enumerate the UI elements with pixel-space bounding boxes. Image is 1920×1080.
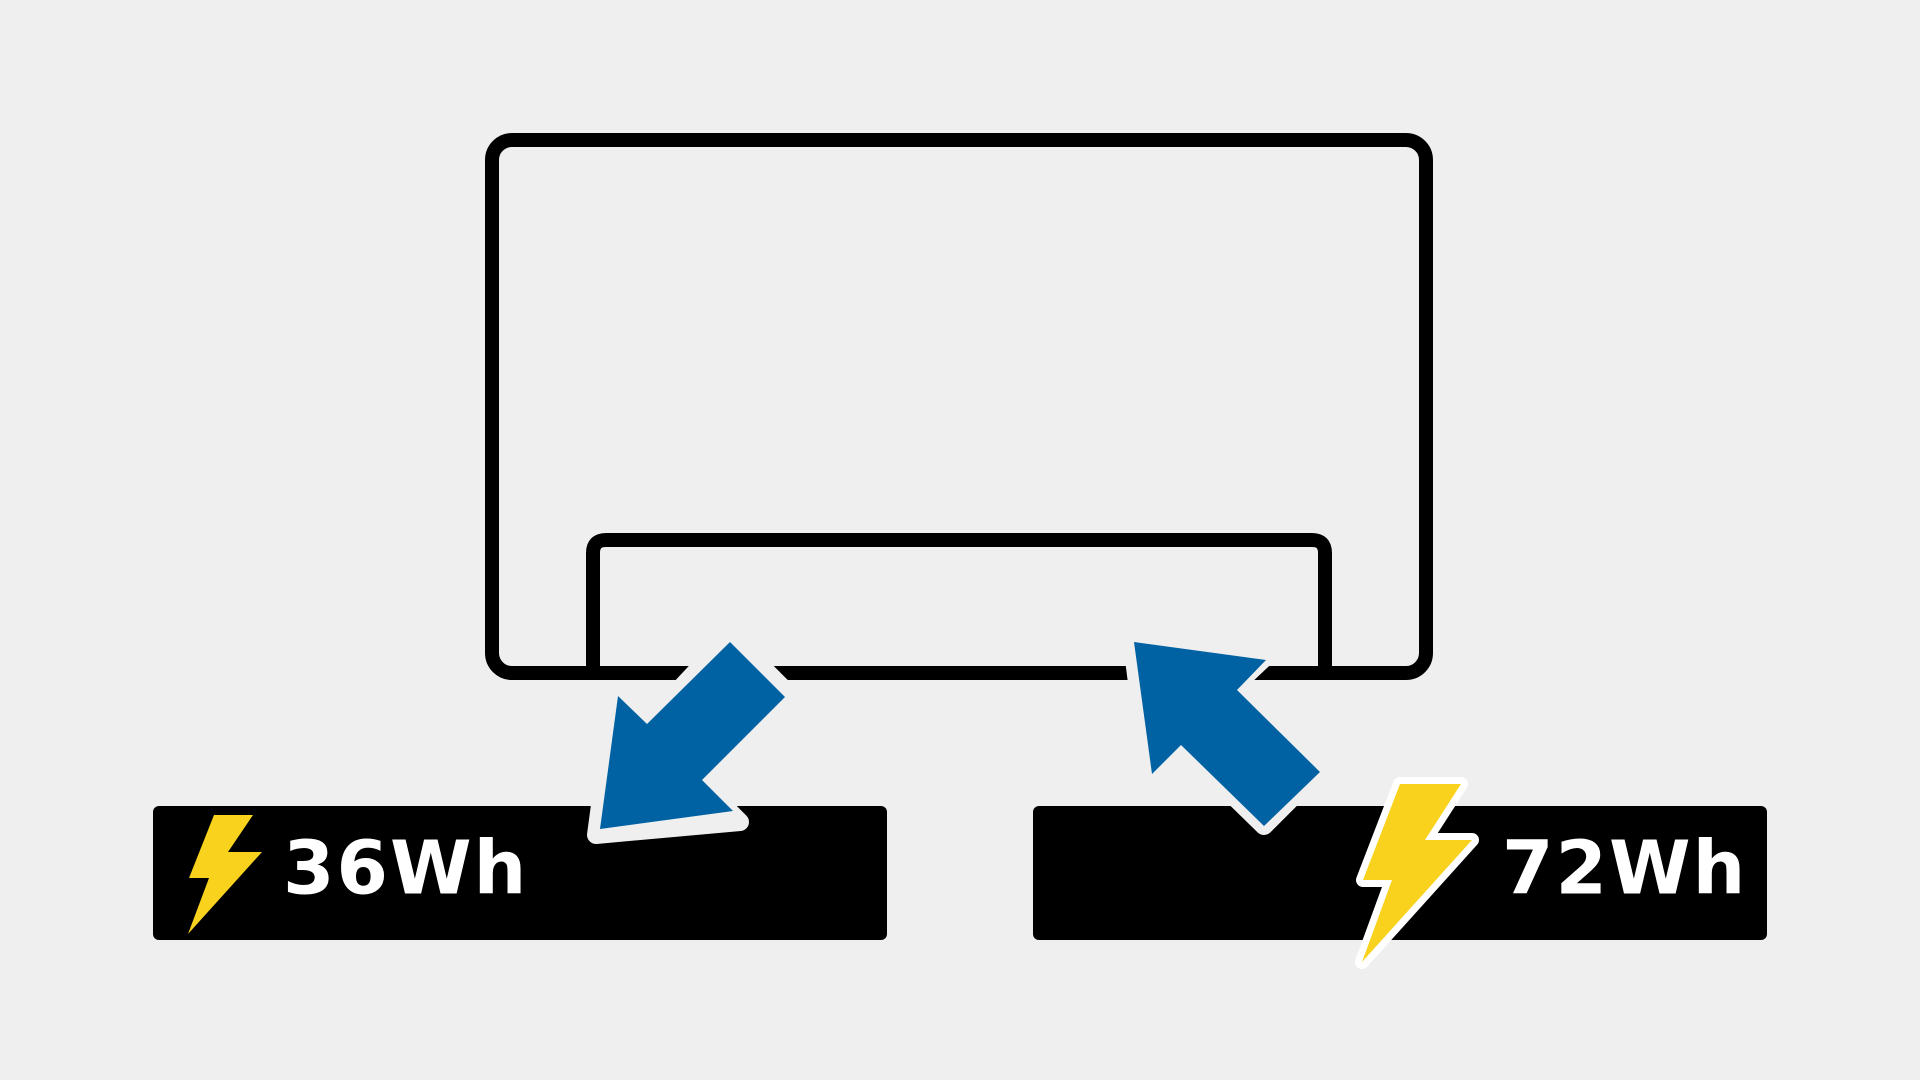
battery-36wh-bar: 36Wh [153,806,887,940]
battery-36wh-label: 36Wh [283,826,528,912]
arrow-down-left-icon [587,626,799,844]
arrow-up-left-icon [1122,627,1331,835]
lightning-bolt-icon [188,815,262,934]
battery-36wh-background [153,806,887,940]
lightning-bolt-large-fill [1362,784,1472,962]
lightning-bolt-large-icon [1355,777,1479,969]
arrow-up-left-shape [1134,642,1320,826]
arrow-down-left-shape [600,642,785,829]
battery-72wh-label: 72Wh [1502,826,1747,912]
device-outline-icon [485,133,1433,680]
battery-compartment-icon [586,533,1332,673]
